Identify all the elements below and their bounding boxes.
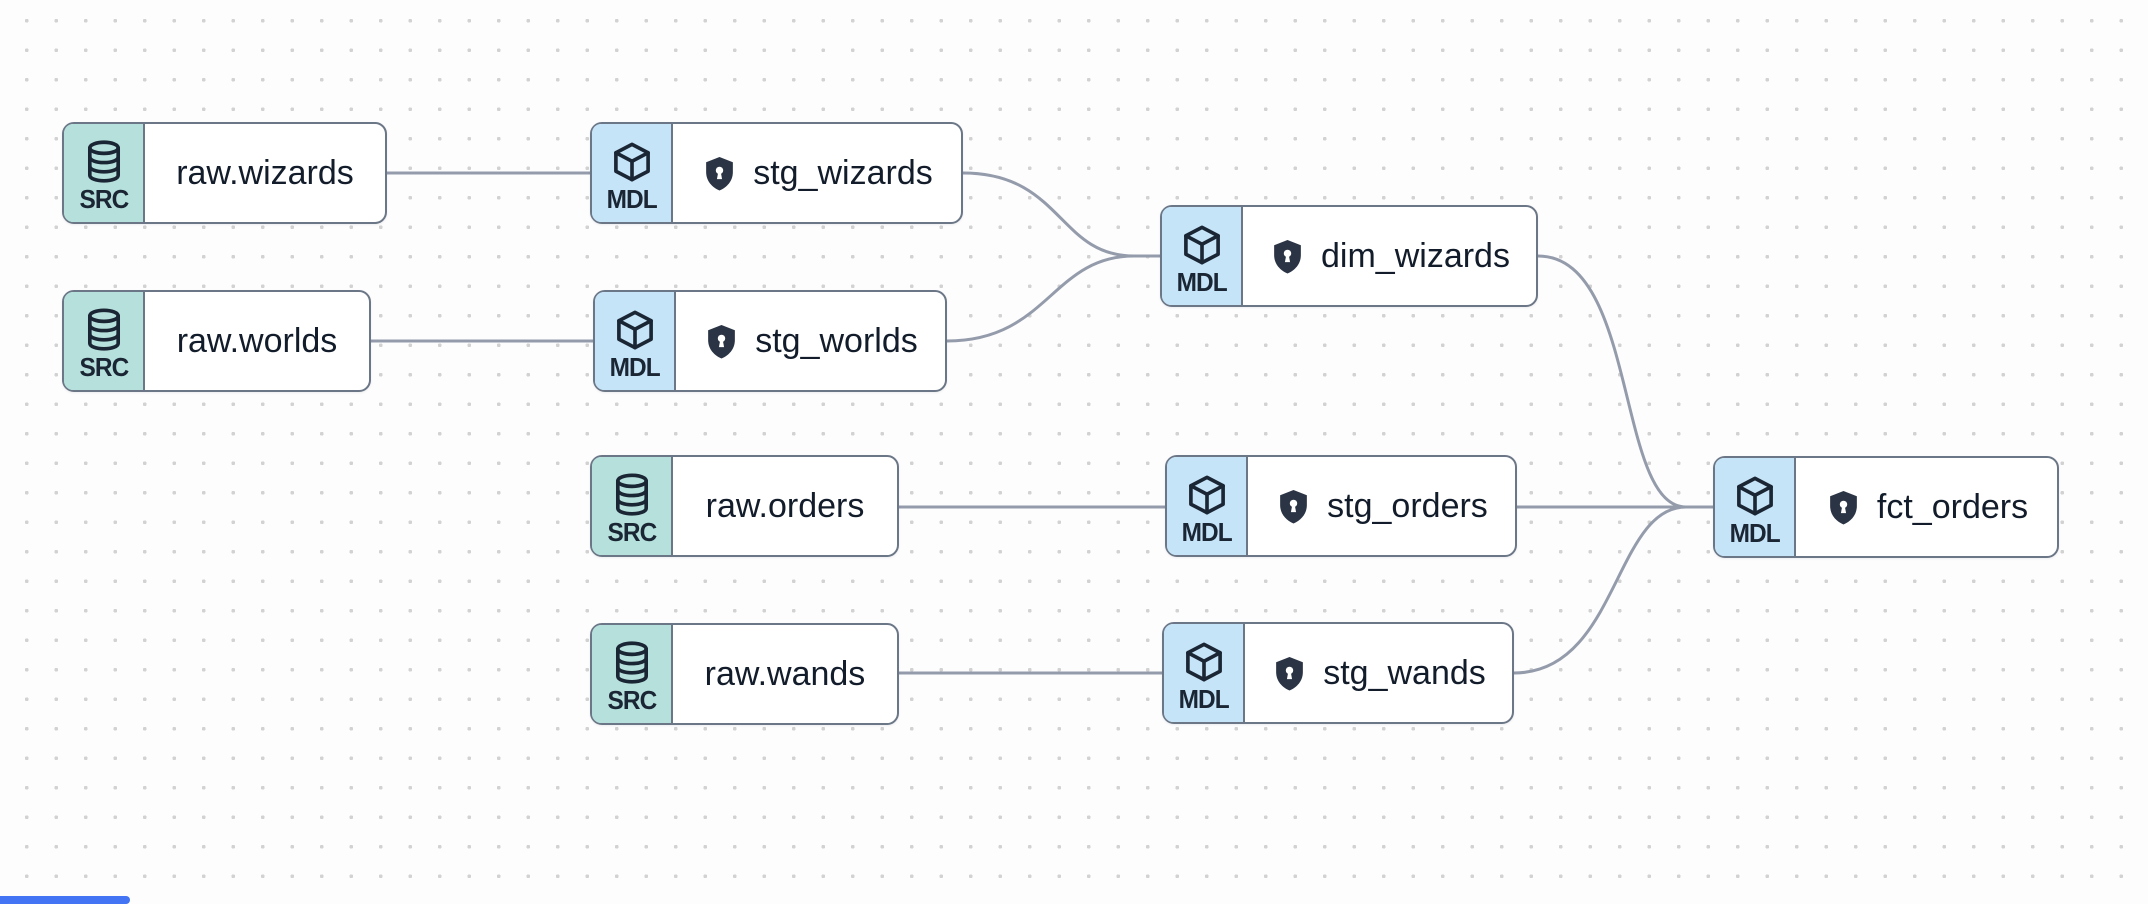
- node-body: stg_worlds: [676, 292, 945, 390]
- node-body: raw.orders: [673, 457, 897, 555]
- model-type-badge: MDL: [1167, 457, 1248, 555]
- source-type-badge: SRC: [64, 124, 145, 222]
- edge-stg_wands-to-fct_orders: [1513, 505, 1713, 675]
- database-icon: [609, 472, 655, 518]
- contract-shield-lock-icon: [703, 323, 740, 360]
- node-type-label: SRC: [79, 183, 129, 214]
- node-label: stg_wands: [1323, 653, 1486, 692]
- contract-shield-lock-icon: [1269, 238, 1306, 275]
- lineage-node-stg-wizards[interactable]: MDL stg_wizards: [590, 122, 963, 224]
- model-type-badge: MDL: [1162, 207, 1243, 305]
- lineage-node-stg-orders[interactable]: MDL stg_orders: [1165, 455, 1517, 557]
- node-body: raw.worlds: [145, 292, 369, 390]
- cube-icon: [609, 139, 655, 185]
- edge-stg_worlds-to-dim_wizards: [946, 254, 1160, 343]
- node-body: stg_orders: [1248, 457, 1515, 555]
- node-label: raw.wizards: [176, 153, 354, 192]
- lineage-node-raw-orders[interactable]: SRC raw.orders: [590, 455, 899, 557]
- lineage-node-raw-wizards[interactable]: SRC raw.wizards: [62, 122, 387, 224]
- lineage-node-stg-worlds[interactable]: MDL stg_worlds: [593, 290, 947, 392]
- contract-shield-lock-icon: [1271, 655, 1308, 692]
- lineage-node-fct-orders[interactable]: MDL fct_orders: [1713, 456, 2059, 558]
- contract-shield-lock-icon: [701, 155, 738, 192]
- source-type-badge: SRC: [592, 625, 673, 723]
- model-type-badge: MDL: [595, 292, 676, 390]
- node-type-label: SRC: [607, 684, 657, 715]
- lineage-node-stg-wands[interactable]: MDL stg_wands: [1162, 622, 1514, 724]
- node-body: raw.wands: [673, 625, 897, 723]
- node-type-label: MDL: [609, 351, 660, 382]
- cube-icon: [1181, 639, 1227, 685]
- contract-shield-lock-icon: [1825, 489, 1862, 526]
- node-label: raw.wands: [704, 654, 866, 693]
- node-body: raw.wizards: [145, 124, 385, 222]
- database-icon: [81, 307, 127, 353]
- lineage-node-dim-wizards[interactable]: MDL dim_wizards: [1160, 205, 1538, 307]
- horizontal-scrollbar-thumb[interactable]: [0, 896, 130, 904]
- lineage-node-raw-wands[interactable]: SRC raw.wands: [590, 623, 899, 725]
- node-body: stg_wizards: [673, 124, 961, 222]
- node-type-label: MDL: [606, 183, 657, 214]
- cube-icon: [1179, 222, 1225, 268]
- node-label: fct_orders: [1876, 487, 2029, 526]
- database-icon: [81, 139, 127, 185]
- node-type-label: MDL: [1729, 517, 1780, 548]
- node-label: stg_worlds: [755, 321, 918, 360]
- node-label: stg_wizards: [753, 153, 933, 192]
- node-label: dim_wizards: [1321, 236, 1510, 275]
- model-type-badge: MDL: [1715, 458, 1796, 556]
- node-label: raw.worlds: [176, 321, 338, 360]
- model-type-badge: MDL: [592, 124, 673, 222]
- node-label: stg_orders: [1327, 486, 1488, 525]
- node-type-label: SRC: [79, 351, 129, 382]
- node-type-label: SRC: [607, 516, 657, 547]
- node-label: raw.orders: [705, 486, 865, 525]
- database-icon: [609, 640, 655, 686]
- node-body: dim_wizards: [1243, 207, 1536, 305]
- model-type-badge: MDL: [1164, 624, 1245, 722]
- source-type-badge: SRC: [64, 292, 145, 390]
- cube-icon: [612, 307, 658, 353]
- node-body: fct_orders: [1796, 458, 2057, 556]
- cube-icon: [1732, 473, 1778, 519]
- cube-icon: [1184, 472, 1230, 518]
- node-type-label: MDL: [1181, 516, 1232, 547]
- contract-shield-lock-icon: [1275, 488, 1312, 525]
- node-type-label: MDL: [1176, 266, 1227, 297]
- node-body: stg_wands: [1245, 624, 1512, 722]
- node-type-label: MDL: [1178, 683, 1229, 714]
- edge-dim_wizards-to-fct_orders: [1537, 254, 1713, 509]
- edge-stg_wizards-to-dim_wizards: [962, 171, 1160, 258]
- lineage-node-raw-worlds[interactable]: SRC raw.worlds: [62, 290, 371, 392]
- source-type-badge: SRC: [592, 457, 673, 555]
